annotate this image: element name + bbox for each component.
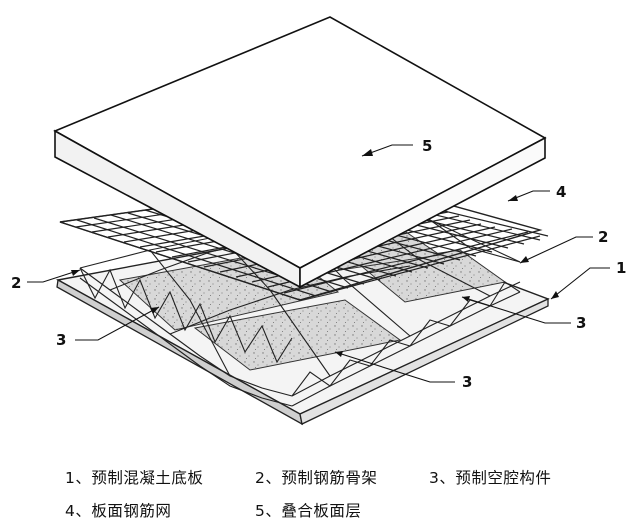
leader-5 (361, 144, 413, 157)
callout-4: 4 (556, 183, 566, 201)
top-slab-layer (53, 16, 547, 289)
arrowheads (71, 149, 559, 357)
legend-item-5: 5、叠合板面层 (255, 502, 362, 520)
legend-item-1: 1、预制混凝土底板 (65, 469, 204, 487)
leader-lines (27, 144, 610, 383)
callout-3-left: 3 (56, 331, 66, 349)
legend-item-2: 2、预制钢筋骨架 (255, 469, 378, 487)
callout-2-right: 2 (598, 228, 608, 246)
legend-item-4: 4、板面钢筋网 (65, 502, 172, 520)
callout-3-right: 3 (576, 314, 586, 332)
leader-3-bottom (334, 351, 455, 383)
callout-2-left: 2 (11, 274, 21, 292)
leader-2-right (519, 236, 593, 264)
leader-2-left (27, 269, 81, 283)
leader-3-right (461, 296, 571, 324)
callout-5: 5 (422, 137, 432, 155)
legend-item-3: 3、预制空腔构件 (429, 469, 552, 487)
callout-3-bottom: 3 (462, 373, 472, 391)
leader-3-left (75, 306, 160, 341)
leader-1 (550, 267, 610, 300)
callout-1: 1 (616, 259, 626, 277)
